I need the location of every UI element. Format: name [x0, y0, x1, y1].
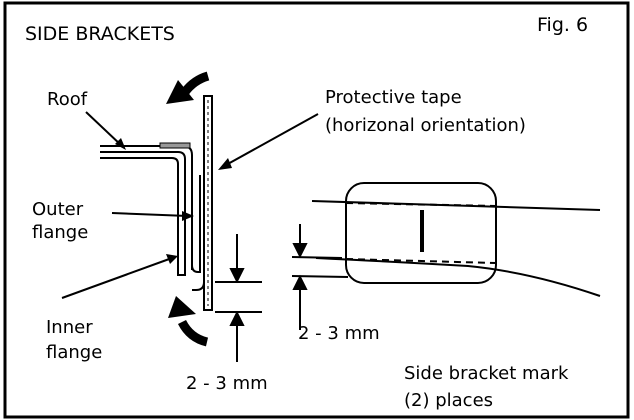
- side-bracket-plate: [159, 95, 213, 311]
- figure-border: [3, 1, 630, 419]
- protective-tape-label-line2: (horizonal orientation): [325, 115, 526, 136]
- inner-flange-leader-line: [61, 257, 173, 299]
- protective-tape-label-line1: Protective tape: [325, 87, 462, 108]
- outer-flange-label-line2: flange: [32, 222, 88, 243]
- lower-hidden-edge: [345, 258, 497, 264]
- outer-flange-leader-line: [111, 212, 189, 217]
- mark-label-line2: (2) places: [404, 390, 493, 411]
- right-gap-label: 2 - 3 mm: [298, 323, 380, 344]
- roof-label: Roof: [47, 89, 88, 110]
- mark-label-line1: Side bracket mark: [404, 363, 569, 384]
- mark-tape-outline: [345, 182, 497, 284]
- roof-leader-arrow-icon: [115, 138, 126, 150]
- figure-number: Fig. 6: [537, 14, 588, 36]
- inner-flange-label-line1: Inner: [46, 317, 93, 338]
- outer-flange-leader-arrow-icon: [182, 211, 194, 221]
- bottom-motion-arrow-icon: [168, 296, 209, 347]
- left-gap-dimension: [215, 234, 262, 362]
- inner-flange-leader-arrow-icon: [166, 254, 178, 264]
- upper-hidden-edge: [345, 202, 497, 207]
- roof-middle-line: [100, 151, 186, 270]
- right-gap-dimension: [291, 224, 349, 330]
- protective-tape-leader-line: [225, 113, 319, 166]
- outer-flange-label-line1: Outer: [32, 199, 84, 220]
- side-bracket-mark-detail: [311, 182, 601, 297]
- protective-tape-strip: [159, 142, 191, 149]
- inner-flange: [177, 270, 186, 276]
- left-gap-label: 2 - 3 mm: [186, 373, 268, 394]
- inner-flange-label-line2: flange: [46, 342, 102, 363]
- outer-flange: [191, 175, 201, 273]
- protective-tape-leader-arrow-icon: [218, 158, 232, 170]
- top-motion-arrow-icon: [166, 71, 210, 104]
- lower-panel-edge: [315, 257, 601, 297]
- figure-title: SIDE BRACKETS: [25, 23, 175, 45]
- roof-leader-line: [85, 111, 123, 147]
- roof-inner-line: [100, 157, 179, 270]
